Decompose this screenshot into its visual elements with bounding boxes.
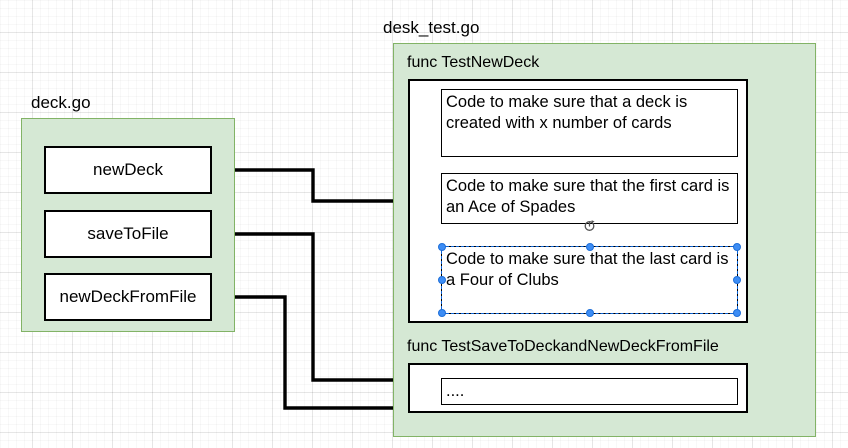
test-case-placeholder[interactable]: ....: [441, 378, 738, 405]
deck-go-caption: deck.go: [31, 93, 91, 112]
function-box-savetofile[interactable]: saveToFile: [44, 210, 212, 258]
func-label-testnewdeck: func TestNewDeck: [407, 54, 540, 71]
connector-newdeck-to-testnewdeck[interactable]: [212, 168, 405, 205]
function-box-newdeck[interactable]: newDeck: [44, 146, 212, 194]
function-box-newdeckfromfile[interactable]: newDeckFromFile: [44, 273, 212, 321]
test-case-last-card[interactable]: Code to make sure that the last card is …: [441, 246, 738, 314]
connector-newdeckfromfile-to-testsave[interactable]: [212, 295, 405, 412]
func-label-testsavetodeckandnewdeckfromfile: func TestSaveToDeckandNewDeckFromFile: [407, 338, 719, 355]
test-case-deck-count[interactable]: Code to make sure that a deck is created…: [441, 89, 738, 157]
test-case-first-card[interactable]: Code to make sure that the first card is…: [441, 173, 738, 224]
connector-savetofile-to-testsave[interactable]: [212, 232, 405, 384]
rotate-cursor-icon: [584, 220, 595, 231]
desk-test-go-caption: desk_test.go: [383, 18, 480, 37]
